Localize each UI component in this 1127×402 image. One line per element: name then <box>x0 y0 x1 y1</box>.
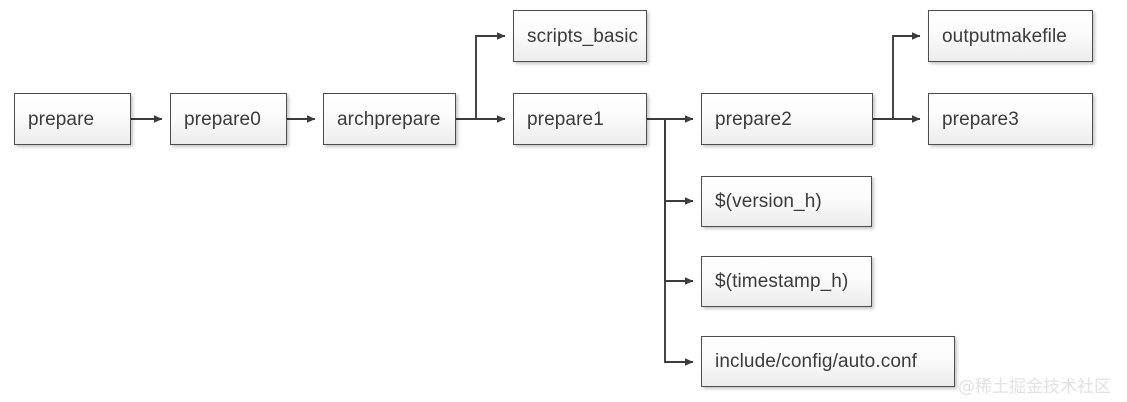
node-prepare3[interactable]: prepare3 <box>928 93 1093 145</box>
node-prepare[interactable]: prepare <box>14 93 131 145</box>
node-label: prepare1 <box>527 108 604 130</box>
watermark: @稀土掘金技术社区 <box>958 377 1111 397</box>
node-label: outputmakefile <box>942 25 1067 47</box>
node-prepare2[interactable]: prepare2 <box>701 93 873 145</box>
node-prepare0[interactable]: prepare0 <box>170 93 287 145</box>
edge-prepare2-to-outputmakefile <box>892 32 921 119</box>
node-label: scripts_basic <box>527 25 639 47</box>
node-prepare1[interactable]: prepare1 <box>513 93 647 145</box>
edge-prepare1-to-auto-conf <box>664 119 694 366</box>
edge-prepare1-to-timestamp-h <box>664 119 694 285</box>
node-outputmakefile[interactable]: outputmakefile <box>928 10 1093 62</box>
edge-prepare1-to-version-h <box>664 119 694 205</box>
node-version-h[interactable]: $(version_h) <box>701 176 872 227</box>
node-label: prepare3 <box>942 108 1019 130</box>
node-label: $(timestamp_h) <box>715 271 849 292</box>
edge-archprepare-to-scripts-basic <box>475 32 506 119</box>
node-label: prepare0 <box>184 108 261 130</box>
node-archprepare[interactable]: archprepare <box>323 93 456 145</box>
node-label: prepare2 <box>715 108 792 130</box>
node-label: prepare <box>28 108 95 130</box>
node-label: $(version_h) <box>715 191 822 212</box>
node-auto-conf[interactable]: include/config/auto.conf <box>701 336 955 387</box>
node-scripts-basic[interactable]: scripts_basic <box>513 10 647 62</box>
node-label: include/config/auto.conf <box>715 351 918 372</box>
node-timestamp-h[interactable]: $(timestamp_h) <box>701 256 872 307</box>
node-label: archprepare <box>337 108 441 130</box>
